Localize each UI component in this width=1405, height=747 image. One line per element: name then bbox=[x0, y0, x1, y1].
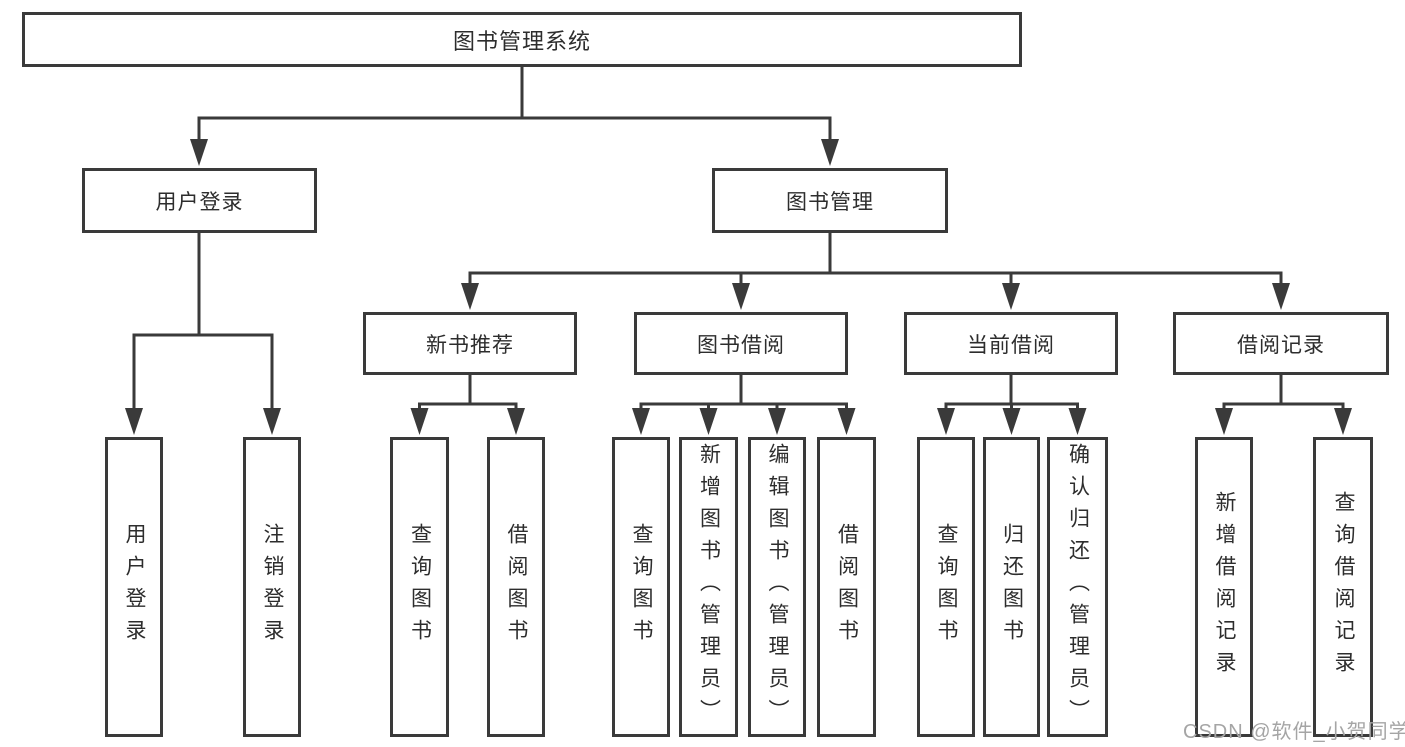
node-label: 当前借阅 bbox=[967, 333, 1055, 357]
node-current-borrowing: 当前借阅 bbox=[904, 312, 1118, 375]
node-user-login: 用户登录 bbox=[82, 168, 317, 233]
connector-current-to-leaves bbox=[944, 375, 1079, 412]
connector-newrec-to-leaves bbox=[418, 375, 518, 412]
node-label: 注销登录 bbox=[261, 523, 284, 651]
leaf-query-books-3: 查询图书 bbox=[917, 437, 975, 737]
node-label: 新增图书（管理员） bbox=[697, 443, 721, 731]
leaf-add-books-admin: 新增图书（管理员） bbox=[679, 437, 738, 737]
node-label: 查询图书 bbox=[935, 523, 958, 651]
leaf-edit-books-admin: 编辑图书（管理员） bbox=[748, 437, 806, 737]
node-label: 归还图书 bbox=[1000, 523, 1024, 651]
connector-login-to-leaves bbox=[132, 233, 274, 412]
node-book-management: 图书管理 bbox=[712, 168, 948, 233]
node-book-borrowing: 图书借阅 bbox=[634, 312, 848, 375]
leaf-return-books: 归还图书 bbox=[983, 437, 1040, 737]
node-label: 图书管理系统 bbox=[452, 28, 591, 54]
node-label: 借阅记录 bbox=[1237, 333, 1325, 357]
node-label: 借阅图书 bbox=[835, 523, 859, 651]
node-borrow-records: 借阅记录 bbox=[1173, 312, 1389, 375]
node-label: 图书借阅 bbox=[697, 333, 785, 357]
connector-borrow-to-leaves bbox=[639, 375, 848, 412]
leaf-borrow-books-2: 借阅图书 bbox=[817, 437, 876, 737]
node-label: 图书管理 bbox=[786, 190, 874, 214]
node-label: 查询图书 bbox=[630, 523, 653, 651]
connector-record-to-leaves bbox=[1222, 375, 1345, 412]
node-label: 查询图书 bbox=[408, 523, 432, 651]
leaf-confirm-return-admin: 确认归还（管理员） bbox=[1047, 437, 1108, 737]
node-label: 用户登录 bbox=[123, 523, 146, 651]
csdn-watermark: CSDN @软件_小贺同学 bbox=[1183, 721, 1405, 743]
leaf-borrow-books-1: 借阅图书 bbox=[487, 437, 545, 737]
leaf-query-borrow-record: 查询借阅记录 bbox=[1313, 437, 1373, 737]
node-label: 查询借阅记录 bbox=[1332, 491, 1355, 683]
connector-mgmt-to-level3 bbox=[468, 233, 1283, 287]
node-library-system: 图书管理系统 bbox=[22, 12, 1022, 67]
node-label: 新增借阅记录 bbox=[1213, 491, 1236, 683]
arrowheads bbox=[125, 139, 1352, 435]
node-label: 编辑图书（管理员） bbox=[766, 443, 789, 731]
node-label: 新书推荐 bbox=[426, 333, 514, 357]
leaf-user-login: 用户登录 bbox=[105, 437, 163, 737]
node-new-book-recommend: 新书推荐 bbox=[363, 312, 577, 375]
leaf-logout: 注销登录 bbox=[243, 437, 301, 737]
leaf-add-borrow-record: 新增借阅记录 bbox=[1195, 437, 1253, 737]
node-label: 确认归还（管理员） bbox=[1066, 443, 1090, 731]
leaf-query-books-2: 查询图书 bbox=[612, 437, 670, 737]
node-label: 用户登录 bbox=[155, 190, 244, 214]
node-label: 借阅图书 bbox=[505, 523, 528, 651]
connector-root-to-level2 bbox=[197, 67, 832, 142]
leaf-query-books-1: 查询图书 bbox=[390, 437, 449, 737]
